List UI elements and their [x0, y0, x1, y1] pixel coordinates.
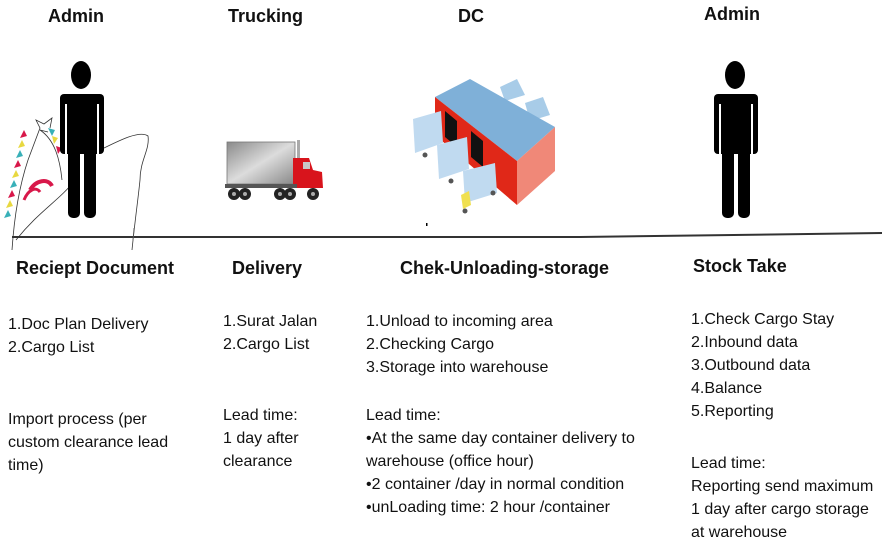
step-item: 1.Check Cargo Stay	[691, 311, 835, 328]
step-item: 1.Surat Jalan	[223, 313, 318, 330]
stage-title-reciept-document: Reciept Document	[16, 258, 175, 278]
note-line: at warehouse	[691, 524, 788, 541]
step-item: 5.Reporting	[691, 403, 774, 420]
step-item: 4.Balance	[691, 380, 763, 397]
note-line: Lead time:	[223, 407, 298, 424]
note-line: Import process (per	[8, 411, 147, 428]
stage-title-stock-take: Stock Take	[693, 256, 787, 276]
note-line: warehouse (office hour)	[366, 453, 534, 470]
notes-reciept: Import process (per custom clearance lea…	[8, 408, 168, 477]
step-item: 3.Outbound data	[691, 357, 811, 374]
step-item: 2.Checking Cargo	[366, 336, 495, 353]
step-item: 1.Doc Plan Delivery	[8, 316, 149, 333]
ship-sketch-icon	[4, 117, 149, 251]
stage-title-delivery: Delivery	[232, 258, 303, 278]
note-line: Reporting send maximum	[691, 478, 874, 495]
notes-unloading: Lead time: •At the same day container de…	[366, 404, 635, 519]
person-icon	[60, 61, 104, 218]
note-line: 1 day after	[223, 430, 299, 447]
person-icon	[714, 61, 758, 218]
step-item: 3.Storage into warehouse	[366, 359, 549, 376]
role-label-trucking: Trucking	[228, 6, 304, 26]
timeline-divider	[12, 227, 882, 241]
step-item: 2.Inbound data	[691, 334, 798, 351]
step-item: 2.Cargo List	[223, 336, 310, 353]
steps-list-stock-take: 1.Check Cargo Stay 2.Inbound data 3.Outb…	[691, 308, 834, 423]
note-line: clearance	[223, 453, 293, 470]
note-line: Lead time:	[366, 407, 441, 424]
note-line: custom clearance lead	[8, 434, 169, 451]
note-line: Lead time:	[691, 455, 766, 472]
role-label-admin-stock: Admin	[704, 4, 760, 24]
notes-stock-take: Lead time: Reporting send maximum 1 day …	[691, 452, 873, 544]
role-label-dc: DC	[458, 6, 484, 26]
step-item: 2.Cargo List	[8, 339, 95, 356]
steps-list-reciept: 1.Doc Plan Delivery 2.Cargo List	[8, 313, 149, 359]
role-label-admin: Admin	[48, 6, 104, 26]
warehouse-icon	[413, 79, 555, 226]
note-line: •unLoading time: 2 hour /container	[366, 499, 610, 516]
truck-icon	[225, 140, 323, 200]
note-line: time)	[8, 457, 44, 474]
note-line: 1 day after cargo storage	[691, 501, 869, 518]
steps-list-unloading: 1.Unload to incoming area 2.Checking Car…	[366, 310, 553, 379]
note-line: •At the same day container delivery to	[366, 430, 635, 447]
steps-list-delivery: 1.Surat Jalan 2.Cargo List	[223, 310, 317, 356]
notes-delivery: Lead time: 1 day after clearance	[223, 404, 299, 473]
step-item: 1.Unload to incoming area	[366, 313, 553, 330]
stage-title-unloading: Chek-Unloading-storage	[400, 258, 610, 278]
note-line: •2 container /day in normal condition	[366, 476, 625, 493]
